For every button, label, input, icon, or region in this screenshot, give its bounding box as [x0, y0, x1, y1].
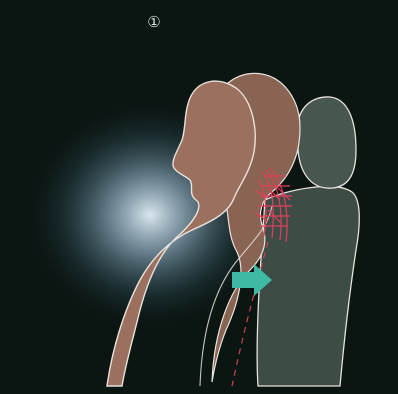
- step-number-label: ①: [144, 12, 164, 32]
- headrest: [298, 97, 356, 188]
